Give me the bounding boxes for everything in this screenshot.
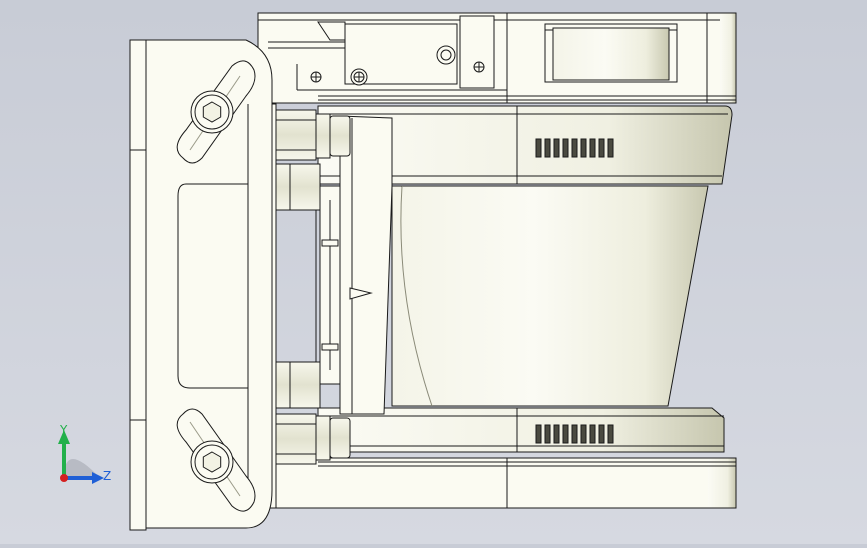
arrow-marker-icon	[349, 287, 373, 300]
phillips-screw-icon	[473, 61, 485, 73]
phillips-screw-icon	[350, 68, 368, 86]
top-housing	[257, 12, 737, 104]
guide-pin-upper	[261, 109, 351, 211]
y-axis-label: Y	[59, 423, 68, 437]
upper-ring	[317, 105, 733, 185]
z-axis-label: Z	[103, 469, 111, 483]
cap-screw-icon	[190, 440, 234, 484]
conical-body	[391, 185, 709, 407]
cap-screw-icon	[190, 90, 234, 134]
bottom-housing	[271, 457, 737, 509]
mounting-bracket	[129, 39, 273, 531]
coordinate-triad-icon: Y Z	[58, 423, 111, 484]
vent-slots-upper	[535, 138, 614, 158]
vent-slots-lower	[535, 424, 614, 444]
center-carriage	[315, 115, 393, 415]
lower-ring	[317, 407, 725, 453]
phillips-screw-icon	[310, 71, 322, 83]
